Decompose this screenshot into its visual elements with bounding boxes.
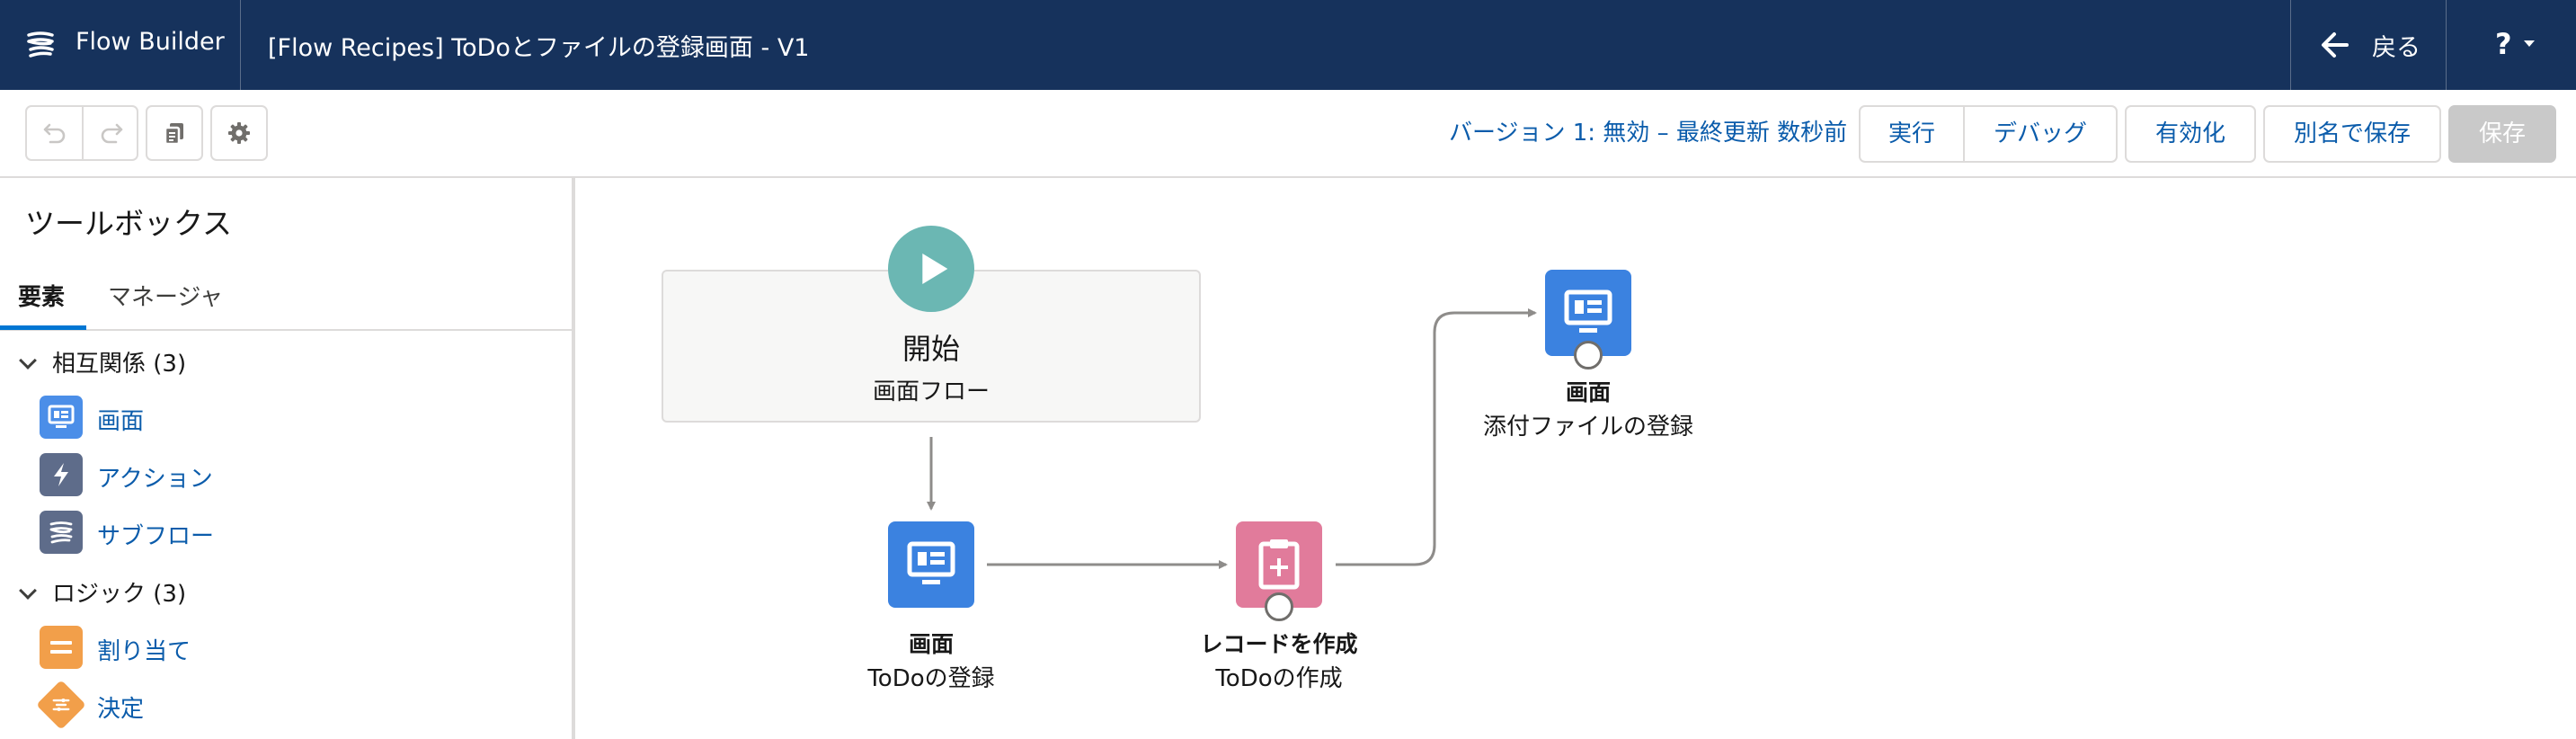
copy-icon [164, 123, 183, 146]
toolbox-item-label: 割り当て [97, 638, 191, 665]
toolbox-item-screen[interactable]: 画面 [40, 396, 561, 441]
decision-icon [36, 680, 86, 730]
header-bar: Flow Builder [Flow Recipes] ToDoとファイルの登録… [0, 0, 2576, 90]
start-type: 画面フロー [872, 378, 990, 405]
node-connector-handle[interactable] [1265, 592, 1293, 621]
screen-icon [907, 541, 955, 584]
help-menu-button[interactable]: ? [2447, 0, 2576, 90]
lightning-icon [40, 453, 83, 496]
start-label: 開始 [902, 332, 960, 366]
section-label: 相互関係 (3) [52, 351, 187, 378]
gear-icon [228, 122, 250, 144]
redo-icon[interactable] [98, 120, 125, 147]
subflow-icon [40, 511, 83, 554]
toolbox-tabs: 要素 マネージャ [0, 250, 572, 331]
node-screen-todo[interactable] [888, 521, 974, 608]
button-divider [82, 107, 84, 159]
play-icon [922, 254, 948, 284]
tab-manager[interactable]: マネージャ [108, 284, 224, 311]
toolbox-item-subflow[interactable]: サブフロー [40, 511, 561, 556]
back-button-label: 戻る [2372, 34, 2421, 62]
toolbox-item-label: サブフロー [97, 523, 215, 550]
toolbox-item-decision[interactable]: 決定 [36, 680, 561, 730]
help-icon: ? [2495, 27, 2512, 61]
save-as-button[interactable]: 別名で保存 [2263, 105, 2441, 163]
back-button[interactable]: 戻る [2290, 0, 2447, 90]
node-screen-attach[interactable] [1545, 270, 1631, 356]
app-brand: Flow Builder [0, 0, 241, 90]
arrow-left-icon [2322, 32, 2349, 58]
node-type-label: 画面 [1565, 379, 1611, 405]
node-name-label: 添付ファイルの登録 [1482, 414, 1693, 441]
node-type-label: レコードを作成 [1200, 631, 1358, 657]
toolbox-item-assignment[interactable]: 割り当て [40, 626, 561, 671]
section-interaction[interactable]: 相互関係 (3) [19, 345, 187, 378]
screen-icon [40, 396, 83, 439]
assignment-icon [40, 626, 83, 669]
copy-button[interactable] [146, 105, 203, 161]
node-connector-handle[interactable] [1574, 341, 1603, 370]
toolbox-title: ツールボックス [25, 206, 233, 241]
chevron-down-icon [2524, 40, 2535, 47]
undo-redo-group [25, 105, 138, 161]
record-create-icon [1258, 539, 1300, 590]
section-label: ロジック (3) [52, 581, 187, 608]
tab-elements[interactable]: 要素 [18, 284, 66, 311]
toolbox-item-action[interactable]: アクション [40, 453, 561, 498]
active-tab-indicator [0, 325, 86, 330]
run-button[interactable]: 実行 [1859, 105, 1965, 163]
save-button[interactable]: 保存 [2448, 105, 2556, 163]
node-name-label: ToDoの作成 [1215, 665, 1343, 692]
node-type-label: 画面 [908, 631, 954, 657]
connector-create-to-screen2[interactable] [1336, 308, 1537, 566]
debug-button[interactable]: デバッグ [1963, 105, 2118, 163]
flow-builder-logo-icon [27, 31, 54, 58]
toolbox-item-label: 決定 [97, 696, 145, 723]
screen-icon [1564, 289, 1612, 333]
app-name: Flow Builder [76, 28, 225, 56]
undo-icon[interactable] [41, 120, 68, 147]
toolbox-item-label: 画面 [97, 408, 145, 435]
start-node-icon[interactable] [888, 226, 974, 312]
toolbar: バージョン 1: 無効 – 最終更新 数秒前 実行 デバッグ 有効化 別名で保存… [0, 90, 2576, 178]
flow-title: [Flow Recipes] ToDoとファイルの登録画面 - V1 [268, 34, 810, 62]
node-name-label: ToDoの登録 [867, 665, 995, 692]
toolbox-item-label: アクション [97, 466, 213, 493]
section-logic[interactable]: ロジック (3) [19, 575, 187, 609]
activate-button[interactable]: 有効化 [2125, 105, 2256, 163]
settings-button[interactable] [210, 105, 268, 161]
version-status: バージョン 1: 無効 – 最終更新 数秒前 [1449, 120, 1848, 147]
toolbox-panel: ツールボックス 要素 マネージャ 相互関係 (3) 画面 アクション サブフロー… [0, 178, 575, 739]
